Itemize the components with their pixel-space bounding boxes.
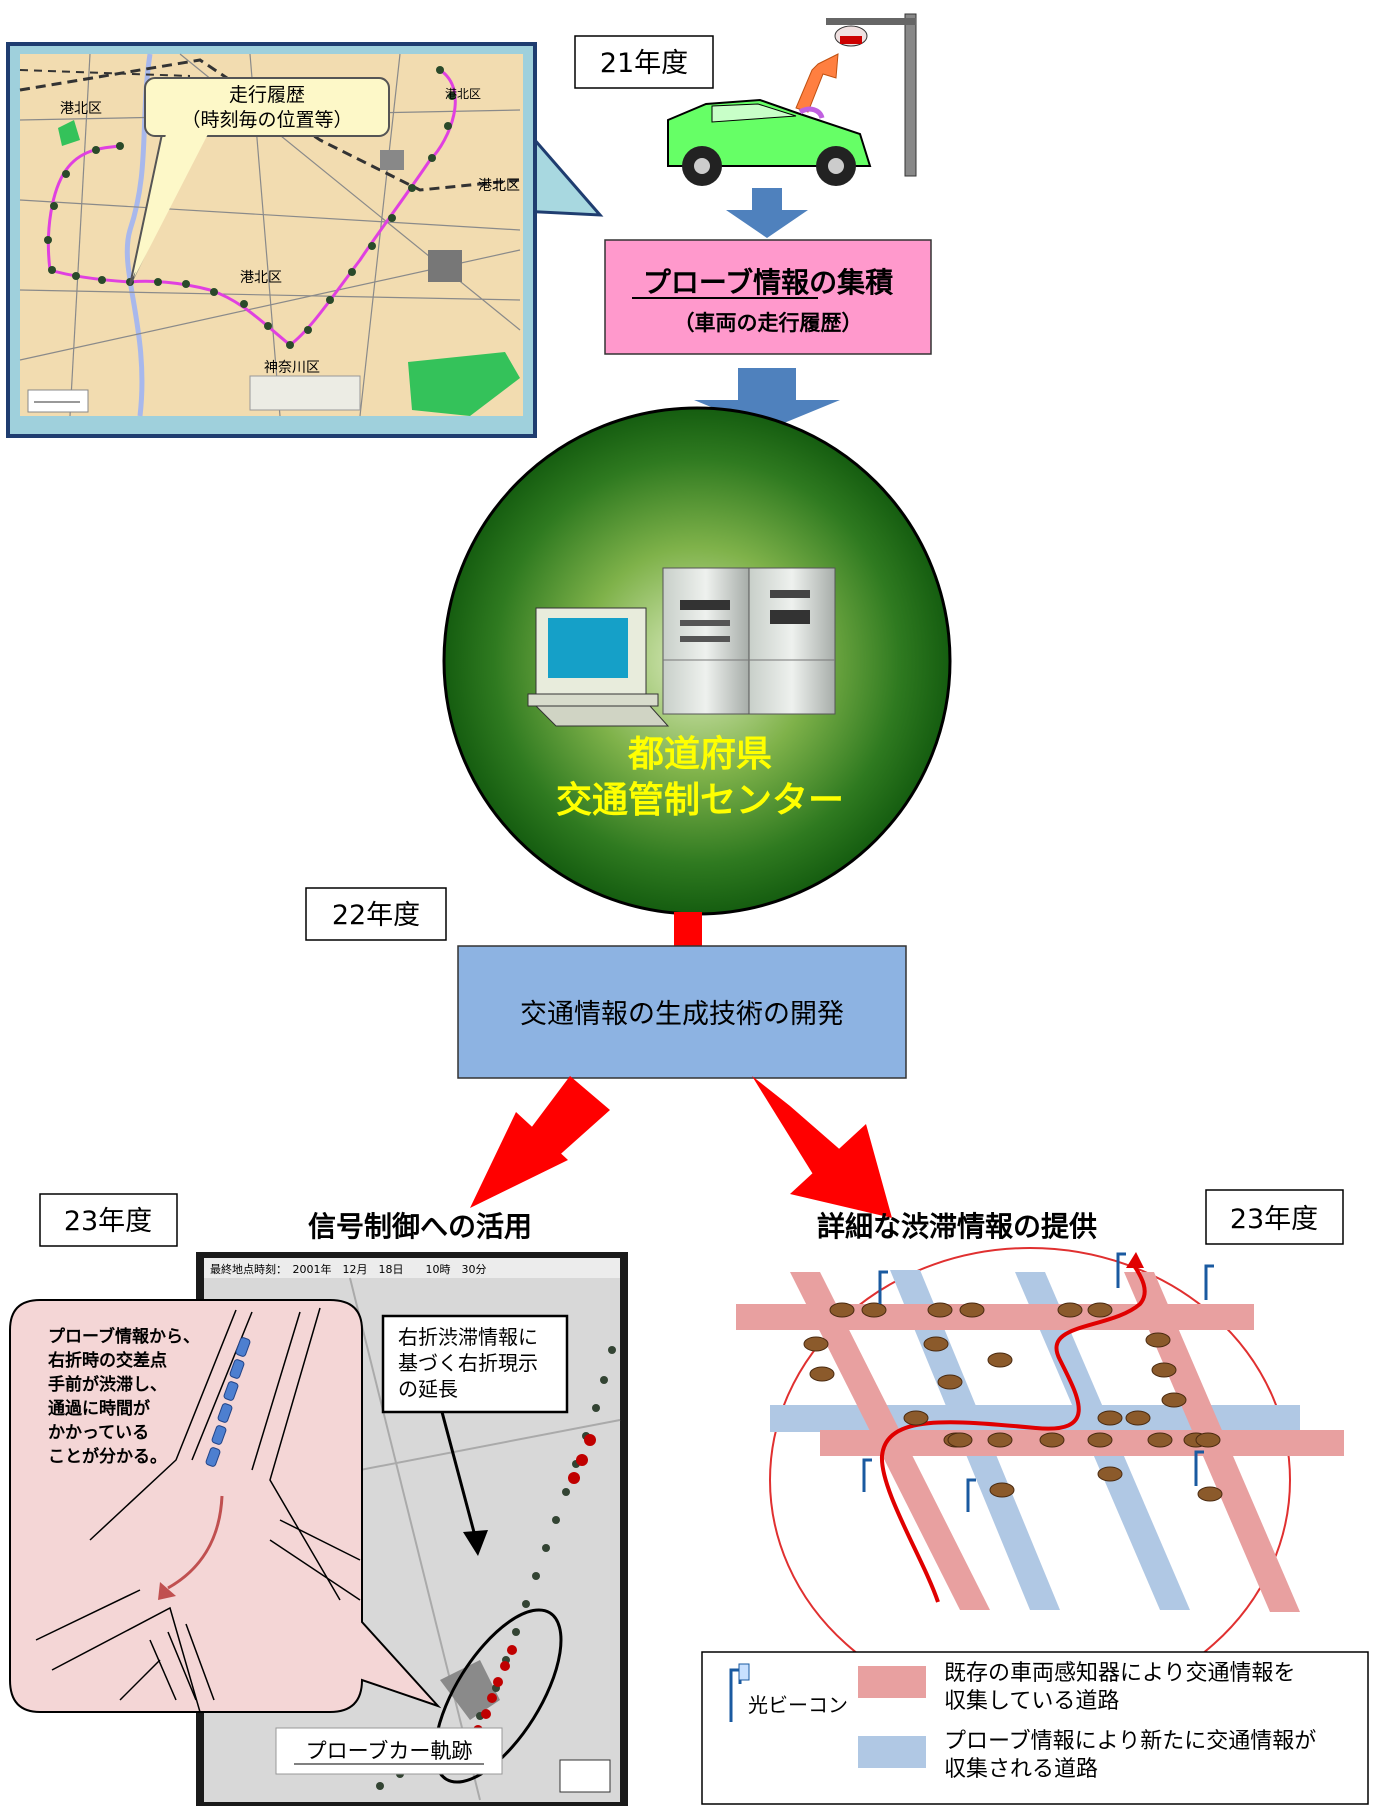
map-label: 港北区 [60, 101, 102, 117]
center-label-line-2: 交通管制センター [556, 779, 844, 821]
bubble-line-6: ことが分かる。 [48, 1446, 167, 1467]
probe-info-title: プローブ情報の集積 [643, 266, 893, 299]
beacon-legend-label: 光ビーコン [748, 1693, 848, 1717]
year-label-23-right: 23年度 [1230, 1204, 1318, 1235]
legend: 光ビーコン 既存の車両感知器により交通情報を 収集している道路 プローブ情報によ… [701, 1651, 1369, 1805]
callout-line-3: の延長 [398, 1377, 458, 1401]
red-arrow-left [470, 1076, 610, 1208]
bubble-line-5: かかっている [48, 1423, 149, 1443]
trajectory-map-panel: 港北区 港北区 神奈川区 港北区 港北区 走行履歴 （時刻毎の位置等） [6, 42, 604, 438]
existing-road-swatch [858, 1666, 926, 1698]
year-label-22: 22年度 [332, 900, 420, 931]
map-label: 港北区 [478, 178, 520, 194]
map-label: 港北区 [240, 270, 282, 286]
map-callout-line-1: 走行履歴 [229, 84, 305, 106]
bubble-line-2: 右折時の交差点 [48, 1350, 167, 1371]
traffic-control-center-globe: 都道府県 交通管制センター [442, 406, 952, 916]
probe-road-line-1: プローブ情報により新たに交通情報が [944, 1729, 1316, 1754]
probe-road-line-2: 収集される道路 [944, 1757, 1098, 1782]
year-label-23-left: 23年度 [64, 1206, 152, 1237]
callout-line-2: 基づく右折現示 [398, 1351, 538, 1375]
bubble-line-3: 手前が渋滞し、 [48, 1374, 167, 1395]
year-label-21: 21年度 [600, 48, 688, 79]
callout-line-1: 右折渋滞情報に [398, 1325, 538, 1349]
center-label-line-1: 都道府県 [627, 733, 772, 775]
probe-car-icon [667, 13, 917, 186]
congestion-info-title: 詳細な渋滞情報の提供 [817, 1210, 1097, 1243]
development-box-label: 交通情報の生成技術の開発 [520, 999, 844, 1030]
bubble-line-1: プローブ情報から、 [48, 1326, 200, 1347]
optical-beacon-icon [862, 1252, 1214, 1512]
existing-road-line-2: 収集している道路 [944, 1689, 1119, 1714]
red-connector [674, 912, 702, 948]
bubble-line-4: 通過に時間が [48, 1398, 150, 1419]
server-rack-icon [662, 567, 836, 715]
development-box [457, 945, 907, 1079]
existing-road-line-1: 既存の車両感知器により交通情報を [944, 1661, 1296, 1686]
map-label: 港北区 [445, 87, 481, 101]
down-arrow-blue-1 [726, 188, 808, 238]
map-label: 神奈川区 [264, 360, 320, 376]
map-callout-line-2: （時刻毎の位置等） [181, 109, 352, 131]
intersection-bubble: プローブ情報から、 右折時の交差点 手前が渋滞し、 通過に時間が かかっている … [9, 1299, 442, 1713]
red-arrow-right [752, 1076, 892, 1218]
congestion-road-map [736, 1247, 1344, 1713]
probe-road-swatch [858, 1736, 926, 1768]
probe-info-subtitle: （車両の走行履歴） [674, 311, 863, 335]
signal-control-title: 信号制御への活用 [308, 1210, 532, 1243]
screen-header: 最終地点時刻： 2001年 12月 18日 10時 30分 [210, 1262, 486, 1276]
probe-trace-label: プローブカー軌跡 [306, 1739, 473, 1763]
